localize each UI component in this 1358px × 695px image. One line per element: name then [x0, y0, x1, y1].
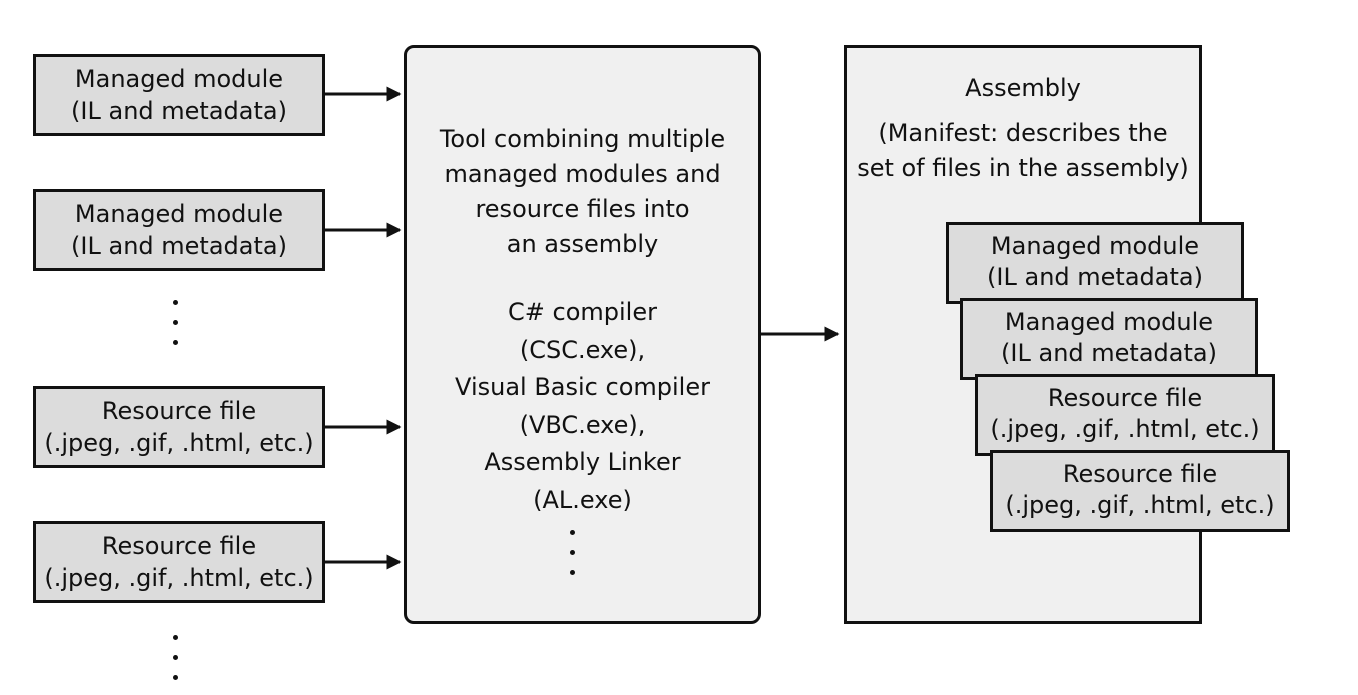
- assembly-managed-module-2: Managed module (IL and metadata): [960, 298, 1258, 380]
- content-4-line2: (.jpeg, .gif, .html, etc.): [1005, 491, 1275, 519]
- tool-ellipsis: [567, 530, 577, 590]
- tool-compiler-list: C# compiler (CSC.exe), Visual Basic comp…: [407, 294, 758, 519]
- assembly-title-text: Assembly: [965, 74, 1081, 102]
- input-3-line2: (.jpeg, .gif, .html, etc.): [44, 429, 314, 457]
- assembly-managed-module-1: Managed module (IL and metadata): [946, 222, 1244, 304]
- tool-box: Tool combining multiple managed modules …: [404, 45, 761, 624]
- input-managed-module-1: Managed module (IL and metadata): [33, 54, 325, 136]
- compiler-line: (CSC.exe),: [519, 335, 646, 364]
- input-3-line1: Resource file: [101, 397, 257, 425]
- content-1-line1: Managed module: [990, 232, 1200, 260]
- compiler-line: (VBC.exe),: [519, 410, 646, 439]
- input-2-line1: Managed module: [74, 200, 284, 228]
- content-2-line2: (IL and metadata): [1001, 339, 1217, 367]
- tool-desc-line: resource files into: [475, 195, 690, 223]
- manifest-line: set of files in the assembly): [857, 154, 1189, 182]
- input-2-line2: (IL and metadata): [71, 232, 287, 260]
- input-resource-file-2: Resource file (.jpeg, .gif, .html, etc.): [33, 521, 325, 603]
- input-resource-file-1: Resource file (.jpeg, .gif, .html, etc.): [33, 386, 325, 468]
- tool-desc-line: Tool combining multiple: [439, 125, 726, 153]
- input-4-line1: Resource file: [101, 532, 257, 560]
- content-2-line1: Managed module: [1004, 308, 1214, 336]
- content-3-line2: (.jpeg, .gif, .html, etc.): [990, 415, 1260, 443]
- tool-description: Tool combining multiple managed modules …: [407, 122, 758, 262]
- input-4-line2: (.jpeg, .gif, .html, etc.): [44, 564, 314, 592]
- assembly-resource-file-1: Resource file (.jpeg, .gif, .html, etc.): [975, 374, 1275, 456]
- input-1-line1: Managed module: [74, 65, 284, 93]
- content-3-line1: Resource file: [1047, 384, 1203, 412]
- input-ellipsis-2: [170, 635, 180, 695]
- input-1-line2: (IL and metadata): [71, 97, 287, 125]
- tool-desc-line: managed modules and: [444, 160, 721, 188]
- compiler-line: (AL.exe): [533, 485, 632, 514]
- content-1-line2: (IL and metadata): [987, 263, 1203, 291]
- assembly-title: Assembly: [847, 72, 1199, 104]
- assembly-manifest: (Manifest: describes the set of files in…: [847, 116, 1199, 186]
- manifest-line: (Manifest: describes the: [878, 119, 1168, 147]
- compiler-line: Visual Basic compiler: [455, 373, 710, 401]
- input-managed-module-2: Managed module (IL and metadata): [33, 189, 325, 271]
- tool-desc-line: an assembly: [506, 230, 659, 258]
- compiler-line: C# compiler: [508, 298, 657, 326]
- assembly-resource-file-2: Resource file (.jpeg, .gif, .html, etc.): [990, 450, 1290, 532]
- content-4-line1: Resource file: [1062, 460, 1218, 488]
- compiler-line: Assembly Linker: [484, 448, 681, 476]
- input-ellipsis-1: [170, 300, 180, 360]
